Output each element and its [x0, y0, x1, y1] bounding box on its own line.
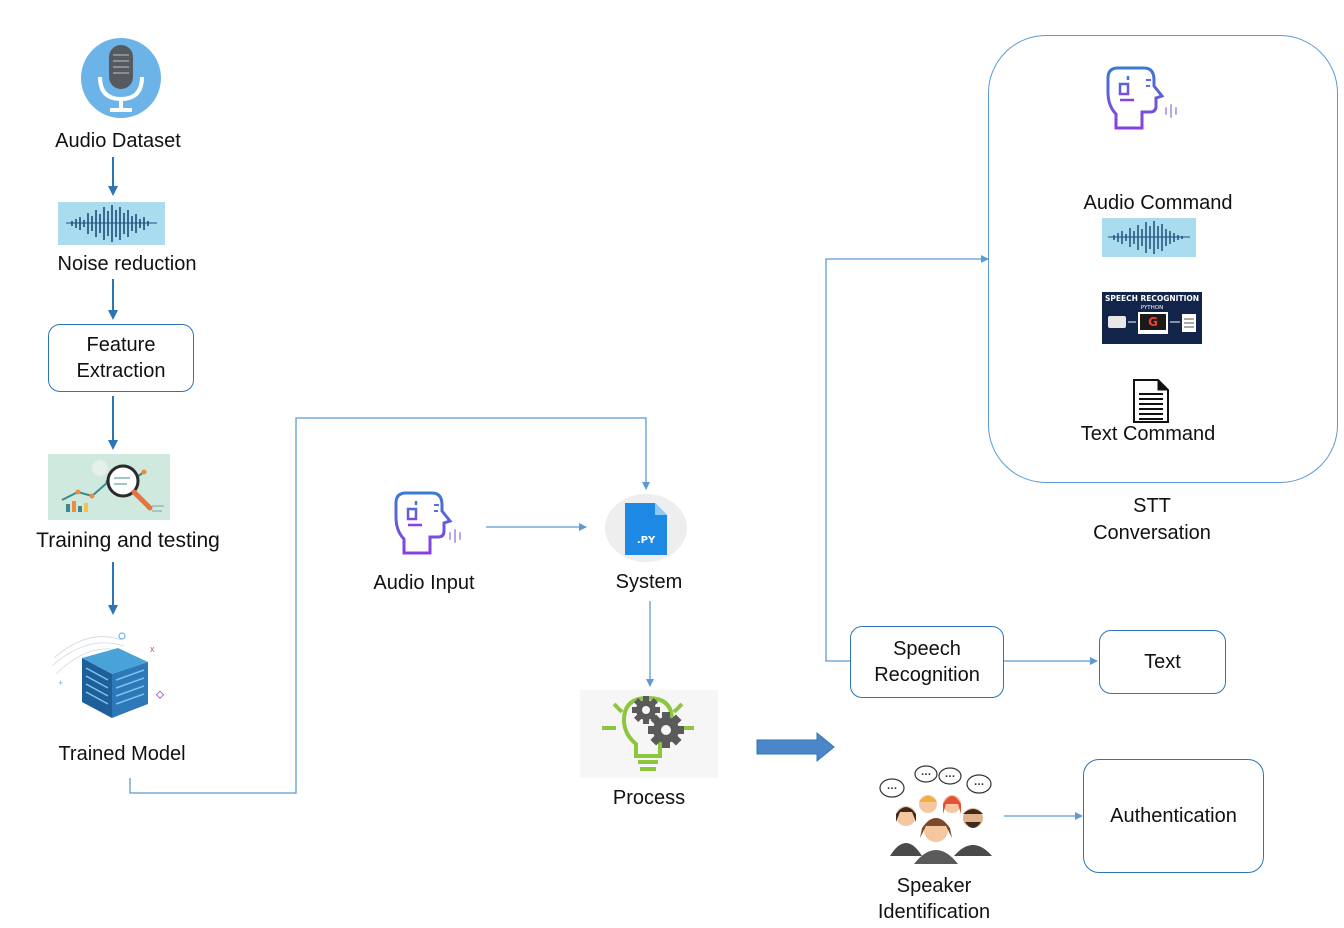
stt-caption-line2: Conversation	[1093, 522, 1211, 544]
stt-caption-line1: STT	[1133, 495, 1171, 517]
system-label: System	[615, 571, 683, 593]
block-arrow-process-to-outputs	[756, 731, 835, 763]
microphone-icon	[80, 37, 162, 119]
feature-extraction-line1: Feature	[86, 334, 156, 356]
speaker-identification-line2: Identification	[877, 901, 991, 923]
audio-input-label: Audio Input	[373, 572, 475, 594]
speech-recognition-line2: Recognition	[874, 664, 980, 686]
authentication-label: Authentication	[1110, 805, 1237, 827]
text-output-box: Text	[1099, 630, 1226, 694]
audio-command-label: Audio Command	[1083, 192, 1233, 214]
server-cube-icon: x +	[48, 628, 172, 724]
speaker-identification-line1: Speaker	[896, 875, 972, 897]
training-testing-label: Training and testing	[36, 529, 220, 552]
analytics-magnifier-icon	[48, 454, 170, 520]
svg-text:x: x	[150, 644, 155, 654]
speech-recognition-box: Speech Recognition	[850, 626, 1004, 698]
text-command-label: Text Command	[1080, 423, 1216, 445]
voice-head-icon	[1104, 64, 1188, 132]
connector-speech-to-stt	[825, 255, 989, 662]
process-label: Process	[612, 787, 686, 809]
speaking-people-icon: ... ... ... ...	[878, 764, 998, 866]
text-output-label: Text	[1144, 651, 1181, 673]
speech-bubble-labels: ... ... ... ...	[887, 768, 984, 792]
banner-subtitle: PYTHON	[1141, 305, 1164, 311]
document-icon	[1130, 378, 1172, 424]
lightbulb-gears-icon	[580, 690, 718, 778]
waveform-icon	[1102, 218, 1196, 257]
noise-reduction-label: Noise reduction	[57, 253, 197, 275]
connector-model-to-system	[129, 417, 650, 794]
waveform-icon	[58, 202, 165, 245]
speech-bubble-4: ...	[974, 778, 984, 788]
speech-recognition-banner: SPEECH RECOGNITION PYTHON G	[1102, 292, 1202, 344]
banner-title: SPEECH RECOGNITION	[1105, 294, 1199, 303]
voice-head-icon	[392, 489, 468, 557]
speech-recognition-line1: Speech	[893, 638, 961, 660]
trained-model-label: Trained Model	[58, 743, 186, 765]
python-file-ext: .PY	[637, 535, 656, 546]
python-file-icon: .PY	[605, 493, 687, 563]
speech-bubble-2: ...	[921, 768, 931, 778]
google-logo: G	[1148, 315, 1158, 329]
audio-dataset-label: Audio Dataset	[55, 130, 181, 152]
feature-extraction-line2: Extraction	[76, 360, 166, 382]
svg-text:+: +	[58, 678, 63, 688]
speech-bubble-3: ...	[945, 770, 955, 780]
speech-bubble-1: ...	[887, 782, 897, 792]
authentication-box: Authentication	[1083, 759, 1264, 873]
feature-extraction-box: Feature Extraction	[48, 324, 194, 392]
